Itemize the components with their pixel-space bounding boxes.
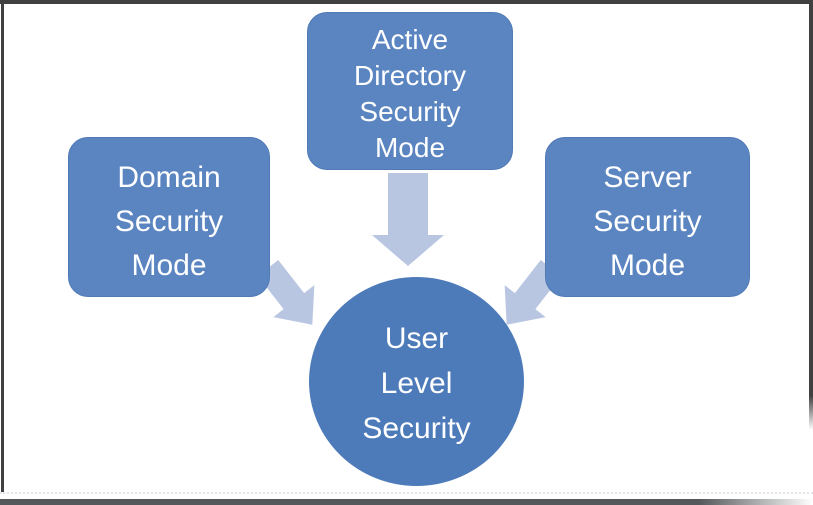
frame-border-top [0, 0, 813, 4]
frame-border-bottom [0, 499, 813, 505]
active-directory-box-line: Mode [374, 132, 446, 163]
user-level-security-circle: User Level Security [309, 277, 524, 486]
frame-border-right [809, 0, 813, 430]
domain-security-mode-box: Domain Security Mode [68, 137, 270, 297]
active-directory-box-line: Active [371, 24, 449, 55]
arrow-domain-to-center [257, 259, 315, 325]
active-directory-security-mode-box: Active Directory Security Mode [307, 12, 513, 170]
domain-box-line: Security [114, 205, 224, 238]
active-directory-box-line: Directory [353, 60, 466, 91]
active-directory-box-line: Security [359, 96, 461, 127]
dotted-divider [0, 492, 813, 494]
server-box-line: Mode [609, 249, 686, 282]
center-circle-line: Security [362, 412, 471, 445]
domain-box-line: Domain [117, 161, 221, 194]
center-circle-line: Level [380, 367, 453, 400]
server-box-line: Server [603, 161, 692, 194]
arrow-active-directory-to-center [372, 173, 444, 266]
domain-box-line: Mode [131, 249, 207, 282]
server-box-line: Security [593, 205, 702, 238]
center-circle-line: User [384, 322, 449, 355]
server-security-mode-box: Server Security Mode [545, 137, 750, 297]
frame-border-left [1, 0, 4, 492]
